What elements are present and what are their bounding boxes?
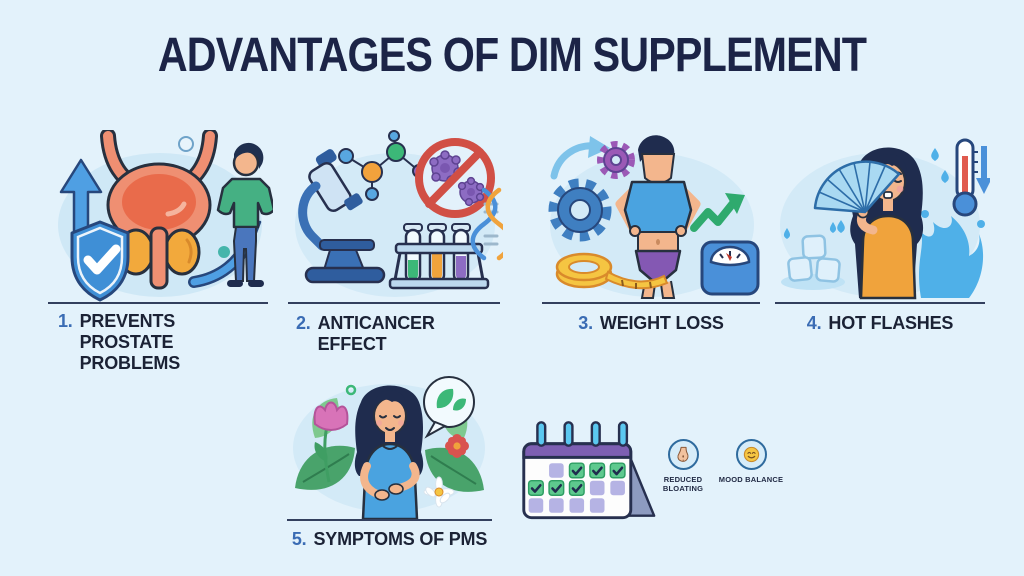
period-calendar (516, 416, 658, 524)
tulip-icon (313, 401, 349, 483)
shield-check-icon (70, 220, 130, 302)
calendar-icon (522, 421, 656, 520)
speech-bubble-leaf-icon (423, 376, 475, 439)
sweat-drop-icon (837, 220, 845, 233)
badge-mood-balance: MOOD BALANCE (716, 439, 786, 484)
hand-fan-icon (813, 160, 901, 214)
smiley-icon (735, 439, 767, 470)
daisy-icon (423, 476, 455, 508)
benefit-card-hot-flashes: 4. HOT FLASHES (775, 130, 990, 334)
belly-icon (667, 439, 699, 470)
benefit-number: 2. (296, 313, 311, 333)
man-figure (216, 142, 273, 287)
benefit-caption: 4. HOT FLASHES (775, 313, 985, 334)
calendar-grid (527, 462, 626, 513)
no-cancer-cells-icon (415, 138, 495, 218)
thermometer-icon (952, 138, 978, 217)
gear-icon (597, 141, 635, 179)
growth-arrow-icon (690, 193, 745, 232)
benefit-caption: 1. PREVENTS PROSTATE PROBLEMS (58, 311, 273, 375)
test-tubes-icon (388, 223, 490, 290)
weight-loss-illustration (548, 135, 760, 299)
benefit-number: 1. (58, 311, 73, 331)
bathroom-scale-icon (700, 240, 760, 296)
calm-woman-figure (354, 385, 424, 519)
badge-reduced-bloating: REDUCED BLOATING (648, 439, 718, 494)
benefit-label: HOT FLASHES (828, 313, 954, 333)
benefit-card-weight-loss: 3. WEIGHT LOSS (542, 130, 762, 334)
benefit-card-prostate: 1. PREVENTS PROSTATE PROBLEMS (48, 130, 273, 375)
benefit-card-anticancer: 2. ANTICANCER EFFECT (288, 130, 508, 355)
baseline-divider (775, 302, 985, 304)
baseline-divider (288, 302, 500, 304)
baseline-divider (542, 302, 760, 304)
ice-cubes-icon (781, 222, 845, 290)
baseline-divider (287, 519, 492, 521)
gear-icon (548, 178, 612, 242)
hot-flashes-illustration (780, 138, 990, 300)
benefit-number: 3. (578, 313, 593, 333)
benefit-label: SYMPTOMS OF PMS (313, 529, 488, 549)
benefit-label: PREVENTS PROSTATE PROBLEMS (79, 311, 181, 374)
benefit-caption: 5. SYMPTOMS OF PMS (287, 529, 492, 550)
benefit-card-pms: 5. SYMPTOMS OF PMS (287, 368, 492, 550)
microscope-icon (298, 149, 386, 284)
slim-person-figure (615, 135, 701, 299)
benefit-number: 5. (291, 529, 307, 549)
pms-illustration (293, 376, 485, 519)
benefit-number: 4. (806, 313, 822, 333)
page-title: ADVANTAGES OF DIM SUPPLEMENT (157, 29, 867, 82)
dna-icon (470, 187, 503, 261)
benefit-label: WEIGHT LOSS (599, 313, 724, 333)
badge-label: MOOD BALANCE (718, 475, 784, 484)
sweat-drop-icon (941, 170, 949, 183)
red-flower-icon (445, 434, 469, 458)
badge-label: REDUCED BLOATING (662, 475, 704, 494)
prostate-illustration (58, 130, 273, 302)
measuring-tape-icon (555, 252, 669, 290)
benefit-caption: 2. ANTICANCER EFFECT (296, 313, 508, 355)
baseline-divider (48, 302, 268, 304)
anticancer-illustration (295, 130, 503, 297)
benefit-label: ANTICANCER EFFECT (317, 313, 435, 355)
arrow-down-icon (976, 146, 990, 194)
benefit-caption: 3. WEIGHT LOSS (542, 313, 760, 334)
sweat-drop-icon (931, 148, 939, 161)
